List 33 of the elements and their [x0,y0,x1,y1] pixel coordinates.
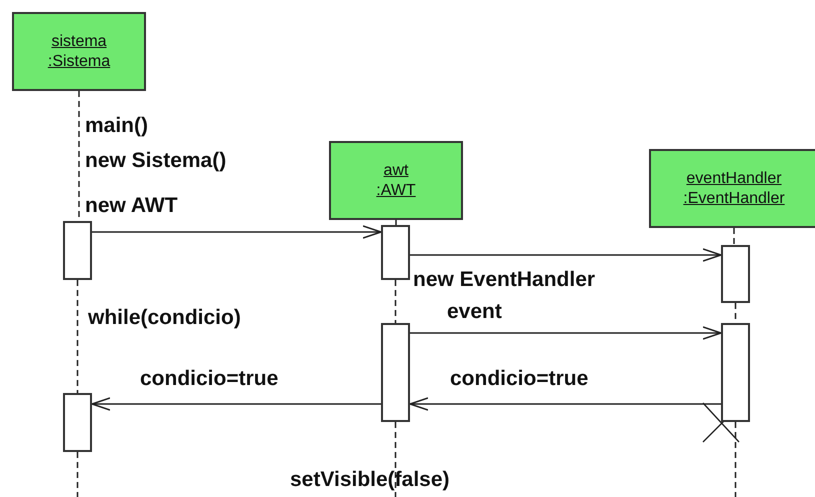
message-label: condicio=true [140,367,278,391]
object-name: awt [384,160,408,180]
code-text: setVisible(false) [290,468,450,492]
object-name: eventHandler [686,168,782,188]
class-name: :EventHandler [683,188,785,208]
class-name: :AWT [376,180,416,200]
activation-bar [381,225,410,280]
message-arrow [409,397,721,411]
code-text: while(condicio) [88,306,241,330]
class-name: :Sistema [48,52,110,72]
activation-bar [721,245,750,303]
activation-bar [721,323,750,422]
activation-bar [381,323,410,422]
object-box [649,149,815,228]
message-label: condicio=true [450,367,588,391]
message-arrow [410,326,722,340]
message-label: event [447,300,502,324]
message-label: new AWT [85,194,178,218]
lifeline [76,280,78,393]
object-box [12,12,146,91]
message-label: new EventHandler [413,268,596,292]
code-text: main() [85,114,148,138]
code-text: new Sistema() [85,149,226,173]
object-name: sistema [51,32,107,52]
lifeline [395,220,397,225]
object-box [329,141,463,220]
message-arrow [91,397,381,411]
message-arrow [92,225,382,239]
activation-bar [63,221,92,280]
message-arrow [410,248,722,262]
lifeline [394,280,396,323]
activation-bar [63,393,92,452]
lifeline [733,228,735,245]
